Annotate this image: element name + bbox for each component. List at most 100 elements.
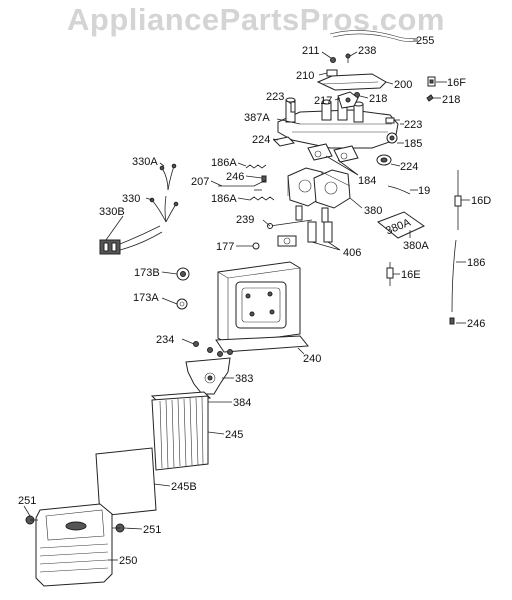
- leader-224b: [390, 163, 401, 167]
- part-177-drawing: [252, 235, 297, 250]
- leader-184: [325, 155, 359, 176]
- leader-211: [321, 51, 332, 59]
- callout-173A: 173A: [133, 292, 159, 304]
- part-250-cover-drawing: [35, 503, 113, 587]
- callout-234: 234: [156, 334, 174, 346]
- callout-184: 184: [358, 175, 376, 187]
- watermark: AppliancePartsPros.com: [67, 2, 445, 37]
- part-330A-drawing: [159, 163, 177, 191]
- leader-251b: [123, 527, 143, 530]
- part-239-drawing: [267, 219, 313, 229]
- callout-387A: 387A: [244, 112, 270, 124]
- part-16D-drawing: [454, 170, 462, 230]
- callout-250: 250: [119, 555, 137, 567]
- callout-217: 217: [314, 95, 332, 107]
- callout-19: 19: [418, 185, 430, 197]
- callout-330: 330: [122, 193, 140, 205]
- callout-246a: 246: [226, 171, 244, 183]
- part-251b-knob-drawing: [112, 523, 125, 533]
- leader-218a: [359, 95, 369, 99]
- leader-380: [349, 197, 363, 209]
- callout-255: 255: [416, 35, 434, 47]
- callout-406: 406: [343, 247, 361, 259]
- callout-223b: 223: [404, 119, 422, 131]
- callout-200: 200: [394, 79, 412, 91]
- leader-239: [262, 219, 271, 227]
- part-186A-2-drawing: [249, 196, 275, 201]
- part-380A-kit-drawing: 380A: [377, 211, 425, 239]
- leader-330: [145, 197, 153, 201]
- leader-186A-1: [237, 162, 247, 167]
- leader-234: [181, 338, 195, 345]
- leader-210: [318, 72, 328, 76]
- part-210-drawing: [326, 69, 338, 77]
- part-383-bracket-drawing: [185, 357, 231, 395]
- callout-223a: 223: [266, 91, 284, 103]
- part-19-drawing: [387, 185, 411, 195]
- callout-246b: 246: [467, 318, 485, 330]
- callout-383: 383: [235, 373, 253, 385]
- leader-200: [385, 81, 394, 85]
- callout-211: 211: [302, 45, 320, 57]
- part-406-drawing: [307, 221, 333, 243]
- part-245-filter-drawing: [151, 395, 209, 471]
- callout-380: 380: [364, 205, 382, 217]
- leader-217: [334, 97, 341, 101]
- callout-239: 239: [236, 214, 254, 226]
- part-330B-connector-drawing: [99, 225, 163, 255]
- part-207-drawing: [218, 179, 267, 191]
- callout-218a: 218: [369, 93, 387, 105]
- leader-330B: [105, 215, 124, 241]
- leader-207: [210, 180, 223, 187]
- callout-186A-1: 186A: [211, 157, 237, 169]
- part-16F-drawing: [427, 76, 436, 87]
- leader-245: [207, 431, 225, 435]
- callout-384: 384: [233, 397, 251, 409]
- leader-224a: [272, 138, 279, 141]
- callout-labels: 255 211 238 210 200 16F 218 218 223 217 …: [18, 35, 491, 567]
- callout-186A-2: 186A: [211, 193, 237, 205]
- callout-245B: 245B: [171, 481, 197, 493]
- part-211-drawing: [330, 57, 336, 63]
- callout-185: 185: [404, 138, 422, 150]
- part-238-drawing: [345, 53, 351, 63]
- part-380-carburetors-drawing: [287, 167, 351, 223]
- leader-387A: [276, 118, 301, 125]
- part-245B-prefilter-drawing: [95, 447, 157, 517]
- callout-177: 177: [216, 241, 234, 253]
- callout-218b: 218: [442, 94, 460, 106]
- callout-210: 210: [296, 70, 314, 82]
- part-186-drawing: [451, 239, 457, 313]
- leader-173A: [161, 297, 178, 305]
- part-246a-drawing: [261, 175, 267, 183]
- callout-330B: 330B: [99, 206, 125, 218]
- callout-238: 238: [358, 45, 376, 57]
- leader-173B: [161, 271, 178, 275]
- callout-16E: 16E: [401, 269, 421, 281]
- leader-223a: [285, 99, 292, 105]
- part-223a-drawing: [290, 101, 296, 113]
- leader-246a: [245, 175, 263, 179]
- leader-238: [349, 51, 358, 57]
- part-173B-drawing: [176, 267, 190, 281]
- part-234-drawing: [193, 341, 233, 357]
- callout-224b: 224: [400, 161, 418, 173]
- leader-251a: [23, 505, 31, 517]
- part-224a-drawing: [272, 136, 296, 147]
- leader-406: [311, 241, 341, 251]
- leader-245B: [153, 483, 171, 487]
- leader-330A: [159, 162, 165, 167]
- callout-240: 240: [303, 353, 321, 365]
- part-330-drawing: [149, 195, 179, 223]
- leader-lines: [23, 39, 470, 561]
- part-223b-drawing: [385, 117, 400, 124]
- leader-186A-2: [237, 197, 251, 201]
- part-186A-1-drawing: [245, 164, 267, 169]
- callout-380A: 380A: [403, 240, 429, 252]
- callout-245: 245: [225, 429, 243, 441]
- callout-224a: 224: [252, 134, 270, 146]
- callout-16D: 16D: [471, 195, 491, 207]
- callout-16F: 16F: [447, 77, 466, 89]
- callout-207: 207: [191, 176, 209, 188]
